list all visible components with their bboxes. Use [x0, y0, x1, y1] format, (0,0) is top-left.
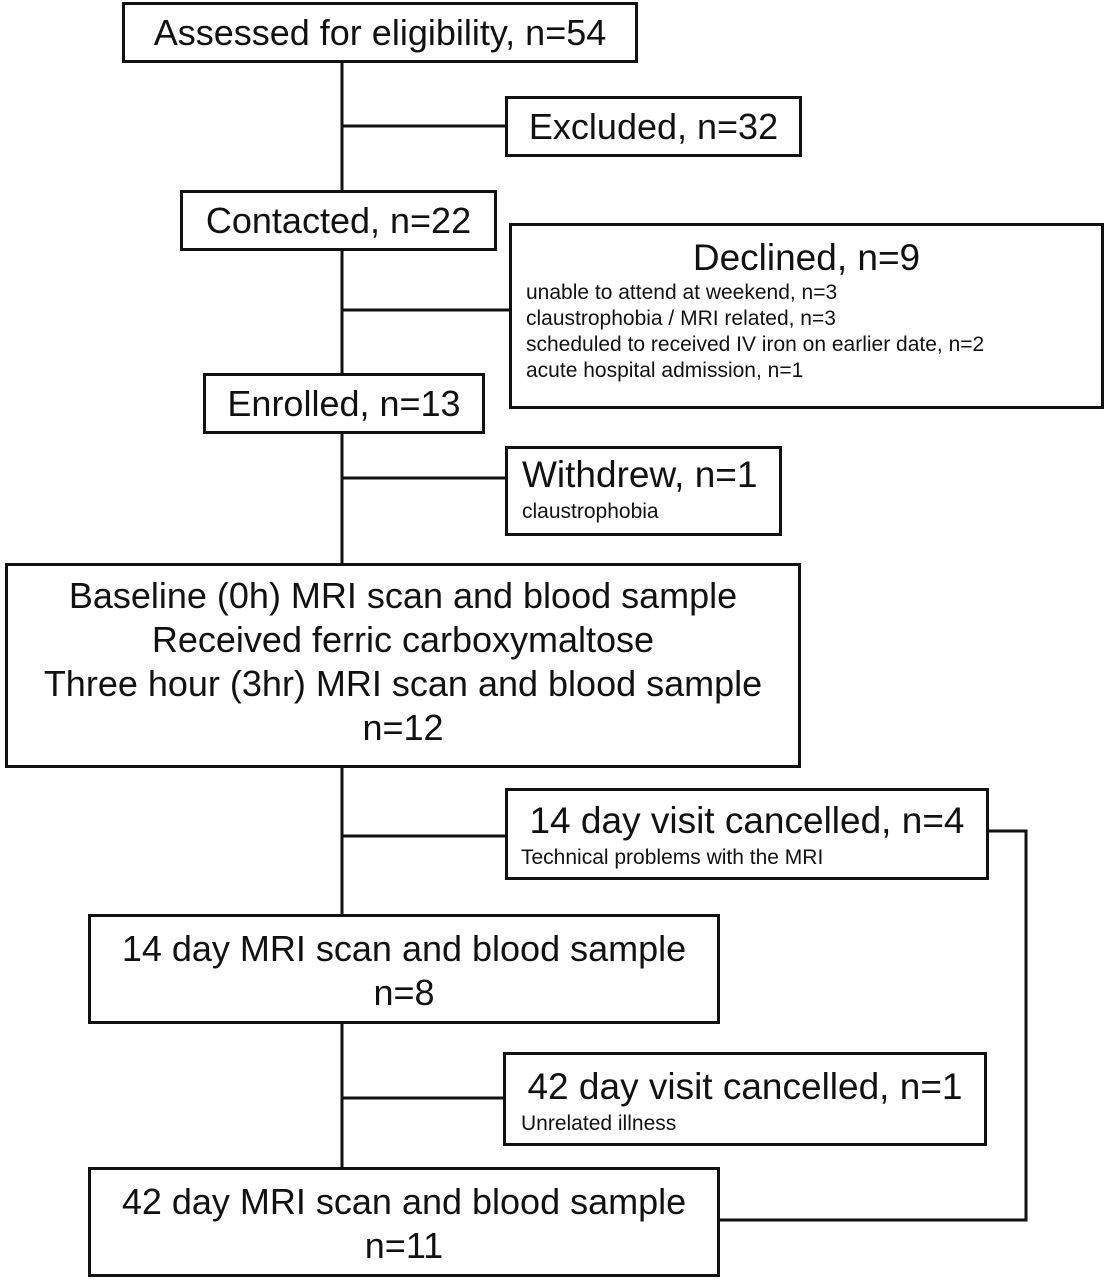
withdrew-box: Withdrew, n=1 claustrophobia: [505, 446, 782, 536]
contacted-box: Contacted, n=22: [180, 190, 497, 251]
excluded-box: Excluded, n=32: [505, 96, 802, 157]
withdrew-title: Withdrew, n=1: [522, 454, 758, 495]
declined-title: Declined, n=9: [692, 237, 921, 278]
withdrew-reason: claustrophobia: [522, 500, 659, 523]
cancel42-box: 42 day visit cancelled, n=1 Unrelated il…: [503, 1052, 987, 1146]
baseline-box: Baseline (0h) MRI scan and blood sample …: [5, 563, 801, 768]
assessed-title: Assessed for eligibility, n=54: [153, 12, 607, 53]
baseline-line-1: Baseline (0h) MRI scan and blood sample: [68, 575, 738, 616]
day42-count: n=11: [364, 1225, 444, 1266]
baseline-line-2: Received ferric carboxymaltose: [151, 619, 655, 660]
declined-reason-1: unable to attend at weekend, n=3: [526, 281, 838, 304]
excluded-title: Excluded, n=32: [528, 106, 779, 147]
declined-reason-2: claustrophobia / MRI related, n=3: [526, 307, 836, 330]
cancel14-title: 14 day visit cancelled, n=4: [529, 800, 965, 841]
assessed-box: Assessed for eligibility, n=54: [122, 2, 638, 63]
contacted-title: Contacted, n=22: [205, 200, 472, 241]
day14-line-1: 14 day MRI scan and blood sample: [121, 928, 687, 969]
declined-reason-4: acute hospital admission, n=1: [526, 359, 804, 382]
cancel42-title: 42 day visit cancelled, n=1: [527, 1066, 963, 1107]
enrolled-box: Enrolled, n=13: [203, 373, 485, 434]
cancel14-reason: Technical problems with the MRI: [521, 846, 824, 869]
day14-box: 14 day MRI scan and blood sample n=8: [88, 914, 720, 1024]
baseline-count: n=12: [362, 707, 444, 748]
connector-cancel14-to-day42: [718, 829, 1028, 1222]
cancel14-box: 14 day visit cancelled, n=4 Technical pr…: [505, 788, 989, 880]
declined-reason-3: scheduled to received IV iron on earlier…: [526, 333, 985, 356]
baseline-line-3: Three hour (3hr) MRI scan and blood samp…: [43, 663, 763, 704]
day14-count: n=8: [373, 972, 435, 1013]
day42-line-1: 42 day MRI scan and blood sample: [121, 1181, 687, 1222]
declined-box: Declined, n=9 unable to attend at weeken…: [509, 223, 1104, 409]
day42-box: 42 day MRI scan and blood sample n=11: [88, 1167, 720, 1277]
enrolled-title: Enrolled, n=13: [227, 383, 461, 424]
cancel42-reason: Unrelated illness: [521, 1112, 677, 1135]
